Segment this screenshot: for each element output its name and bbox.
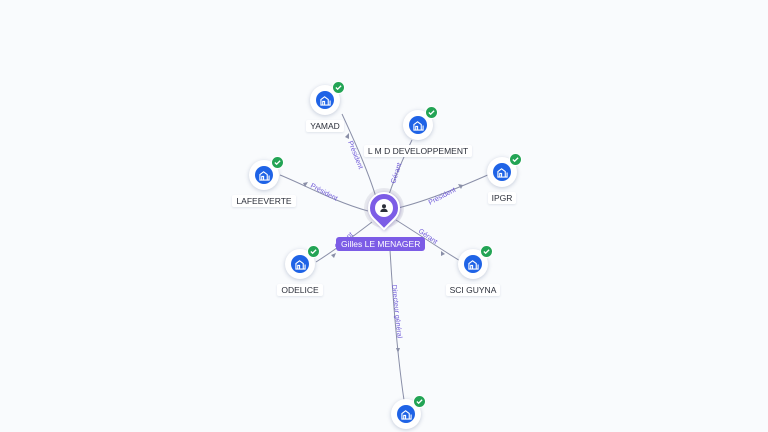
company-node-yamad[interactable]: YAMAD [280,81,370,132]
building-icon [493,163,511,181]
building-icon [464,255,482,273]
building-icon [291,255,309,273]
edge-arrow-bottom [396,348,400,353]
edge-arrow-lafeeverte [303,182,308,187]
edge-arrow-odelice [331,253,336,258]
building-icon [409,116,427,134]
verified-check-icon [332,81,345,94]
edge-label-bottom: Directeur général [390,284,403,339]
edge-ipgr [397,173,491,209]
verified-check-icon [480,245,493,258]
company-icon-holder [487,153,522,187]
edge-arrow-yamad [345,133,349,139]
verified-check-icon [425,106,438,119]
company-node-odelice[interactable]: ODELICE [255,245,345,296]
company-node-lafeeverte[interactable]: LAFEEVERTE [219,156,309,207]
company-icon-holder [285,245,320,279]
company-icon-holder [249,156,284,190]
building-icon [397,405,415,423]
person-icon [375,199,393,217]
person-halo [361,185,407,231]
company-name: L M D DEVELOPPEMENT [363,145,473,157]
person-pin [361,185,407,231]
building-icon [316,91,334,109]
edge-lafeeverte [279,174,369,212]
person-node[interactable] [352,185,416,252]
company-name: SCI GUYNA [445,284,501,296]
verified-check-icon [271,156,284,169]
building-icon [255,166,273,184]
edge-label-ipgr: Président [428,187,457,207]
verified-check-icon [509,153,522,166]
company-name: IPGR [487,192,517,204]
person-name-label: Gilles LE MENAGER [336,237,426,251]
company-icon-holder [391,395,426,429]
company-node-sci-guyna[interactable]: SCI GUYNA [428,245,518,296]
verified-check-icon [413,395,426,408]
verified-check-icon [307,245,320,258]
edge-arrow-sciguyna [441,251,445,256]
company-icon-holder [310,81,345,115]
edge-label-lmd: Gérant [390,162,403,185]
company-node-ipgr[interactable]: IPGR [457,153,547,204]
edge-bottom [389,249,405,401]
edge-sciguyna [395,219,463,263]
company-node-bottom[interactable] [361,395,451,429]
company-name: LAFEEVERTE [232,195,296,207]
company-name: ODELICE [277,284,323,296]
edge-label-yamad: Président [346,140,364,170]
edge-arrow-ipgr [458,184,463,189]
edge-label-lafeeverte: Président [309,183,338,203]
company-icon-holder [458,245,493,279]
company-icon-holder [403,106,438,140]
company-node-lmd-developpement[interactable]: L M D DEVELOPPEMENT [363,106,473,157]
company-name: YAMAD [306,120,344,132]
